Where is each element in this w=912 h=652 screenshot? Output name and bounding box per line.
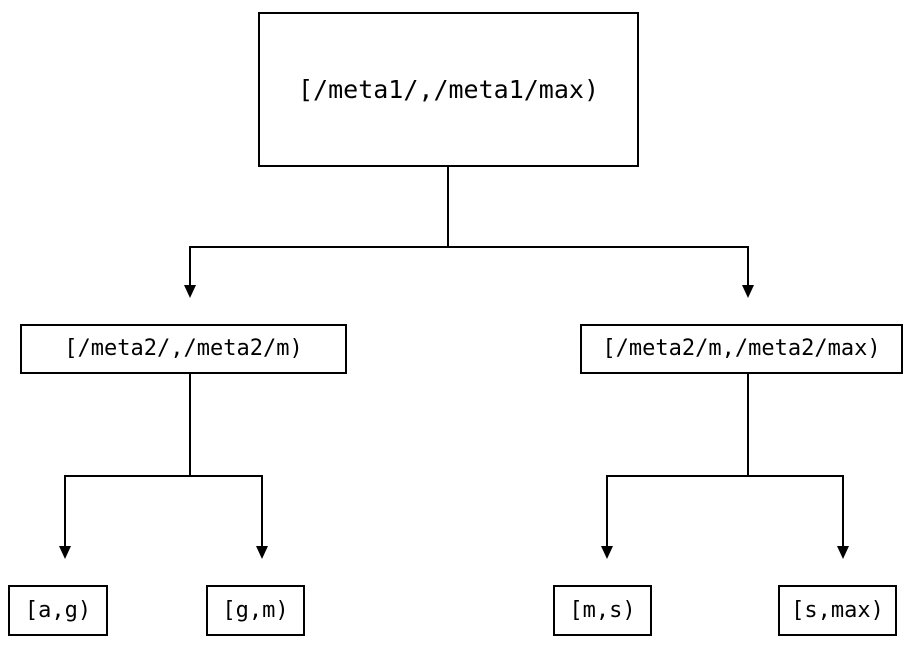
- tree-node-leaf-gm-label: [g,m): [222, 597, 289, 623]
- tree-node-mid-right-label: [/meta2/m,/meta2/max): [602, 336, 881, 361]
- edge-mid-left-to-leaf-ag: [59, 374, 191, 559]
- tree-node-root[interactable]: [/meta1/,/meta1/max): [258, 12, 639, 167]
- tree-node-leaf-ms[interactable]: [m,s): [553, 585, 652, 636]
- edge-root-to-mid-left: [184, 167, 449, 298]
- tree-node-root-label: [/meta1/,/meta1/max): [297, 75, 600, 104]
- tree-node-mid-right[interactable]: [/meta2/m,/meta2/max): [580, 324, 903, 374]
- tree-node-leaf-smax-label: [s,max): [791, 597, 884, 623]
- tree-node-leaf-ms-label: [m,s): [569, 597, 636, 623]
- edge-mid-right-to-leaf-ms: [601, 374, 749, 559]
- tree-node-leaf-ag-label: [a,g): [24, 597, 92, 623]
- tree-node-leaf-smax[interactable]: [s,max): [778, 585, 897, 636]
- edge-root-to-mid-right: [447, 167, 754, 298]
- tree-node-leaf-ag[interactable]: [a,g): [8, 585, 108, 636]
- tree-node-mid-left-label: [/meta2/,/meta2/m): [64, 336, 303, 361]
- edge-mid-right-to-leaf-smax: [747, 374, 849, 559]
- tree-node-mid-left[interactable]: [/meta2/,/meta2/m): [20, 324, 347, 374]
- edge-mid-left-to-leaf-gm: [189, 374, 268, 559]
- tree-node-leaf-gm[interactable]: [g,m): [206, 585, 305, 636]
